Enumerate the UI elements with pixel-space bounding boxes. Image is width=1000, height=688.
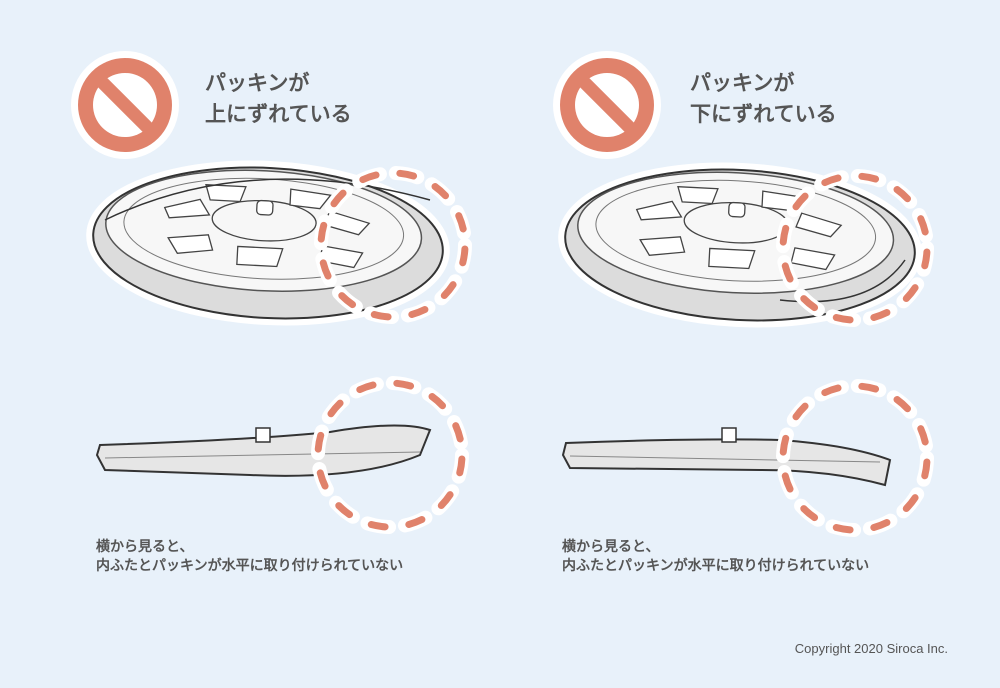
- caption-line: 横から見ると、: [562, 539, 660, 555]
- title-line: 下にずれている: [690, 102, 837, 126]
- lid-top-view-left: [86, 156, 450, 330]
- caption-line: 内ふたとパッキンが水平に取り付けられていない: [96, 558, 404, 574]
- caption-left: 横から見ると、 内ふたとパッキンが水平に取り付けられていない: [96, 538, 403, 576]
- title-line: 上にずれている: [205, 102, 352, 126]
- title-line: パッキンが: [205, 71, 310, 95]
- caption-line: 横から見ると、: [96, 539, 194, 555]
- lid-side-view-right: [561, 427, 892, 487]
- prohibition-icon-right: [553, 51, 661, 159]
- copyright: Copyright 2020 Siroca Inc.: [794, 641, 948, 656]
- caption-line: 内ふたとパッキンが水平に取り付けられていない: [562, 558, 870, 574]
- lid-side-view-left: [95, 424, 432, 477]
- title-line: パッキンが: [690, 71, 795, 95]
- panel-title-right: パッキンが 下にずれている: [690, 68, 837, 130]
- panel-title-left: パッキンが 上にずれている: [205, 68, 352, 130]
- packing-shifted-up: [104, 178, 431, 221]
- caption-right: 横から見ると、 内ふたとパッキンが水平に取り付けられていない: [562, 538, 869, 576]
- prohibition-icon-left: [71, 51, 179, 159]
